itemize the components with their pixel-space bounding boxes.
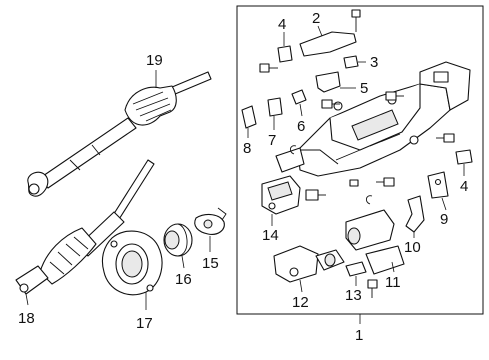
plate-13 bbox=[345, 261, 367, 277]
leader-12 bbox=[299, 279, 303, 293]
leader-6 bbox=[299, 103, 303, 117]
column-housing bbox=[275, 61, 471, 177]
callout-7: 7 bbox=[268, 132, 276, 149]
callout-8: 8 bbox=[243, 140, 251, 157]
callout-11: 11 bbox=[385, 274, 401, 291]
clip-15 bbox=[194, 207, 227, 235]
callout-16: 16 bbox=[175, 271, 192, 288]
callout-10: 10 bbox=[404, 239, 421, 256]
callout-14: 14 bbox=[262, 227, 279, 244]
clip-4-upper bbox=[277, 45, 293, 63]
bracket-5 bbox=[315, 71, 341, 93]
housing-bolt-1 bbox=[321, 99, 340, 109]
motor-11 bbox=[345, 209, 405, 275]
small-bolt-left bbox=[259, 63, 278, 73]
bracket-2 bbox=[299, 31, 357, 57]
callout-15: 15 bbox=[202, 255, 219, 272]
top-bolt bbox=[351, 9, 361, 32]
callout-19: 19 bbox=[146, 52, 163, 69]
housing-bolt-4 bbox=[376, 177, 395, 187]
callout-18: 18 bbox=[18, 310, 35, 327]
housing-bolt-2 bbox=[385, 91, 404, 101]
callout-9: 9 bbox=[440, 211, 448, 228]
callout-4-right: 4 bbox=[460, 178, 468, 195]
callout-12: 12 bbox=[292, 294, 309, 311]
callout-1: 1 bbox=[355, 327, 363, 344]
leader-18 bbox=[25, 293, 29, 306]
switch-14 bbox=[261, 175, 326, 215]
callout-3: 3 bbox=[370, 54, 378, 71]
clip-6 bbox=[291, 89, 307, 105]
callout-5: 5 bbox=[360, 80, 368, 97]
callout-2: 2 bbox=[312, 10, 320, 27]
actuator-12 bbox=[273, 245, 345, 283]
bracket-7 bbox=[267, 97, 283, 117]
callout-6: 6 bbox=[297, 118, 305, 135]
housing-bolt-3 bbox=[436, 133, 455, 143]
bearing-plate-17 bbox=[101, 230, 163, 296]
c-clip-1 bbox=[289, 145, 297, 155]
bushing-16 bbox=[163, 223, 193, 257]
c-clip-2 bbox=[365, 195, 373, 205]
leader-2 bbox=[317, 25, 323, 37]
clip-4-right bbox=[455, 149, 473, 165]
bracket-8 bbox=[241, 105, 257, 129]
leader-9 bbox=[441, 197, 447, 211]
intermediate-shaft-19 bbox=[27, 71, 212, 197]
strap-10 bbox=[405, 195, 425, 233]
leader-11 bbox=[391, 261, 395, 273]
callout-17: 17 bbox=[136, 315, 153, 332]
callout-13: 13 bbox=[345, 287, 362, 304]
lower-shaft-18 bbox=[15, 159, 155, 295]
clip-3 bbox=[343, 55, 359, 69]
bolt-13 bbox=[367, 279, 378, 298]
bracket-9-hole bbox=[434, 178, 442, 186]
callout-4-upper: 4 bbox=[278, 16, 286, 33]
leader-16 bbox=[181, 255, 185, 269]
housing-bolt-5 bbox=[349, 179, 359, 187]
